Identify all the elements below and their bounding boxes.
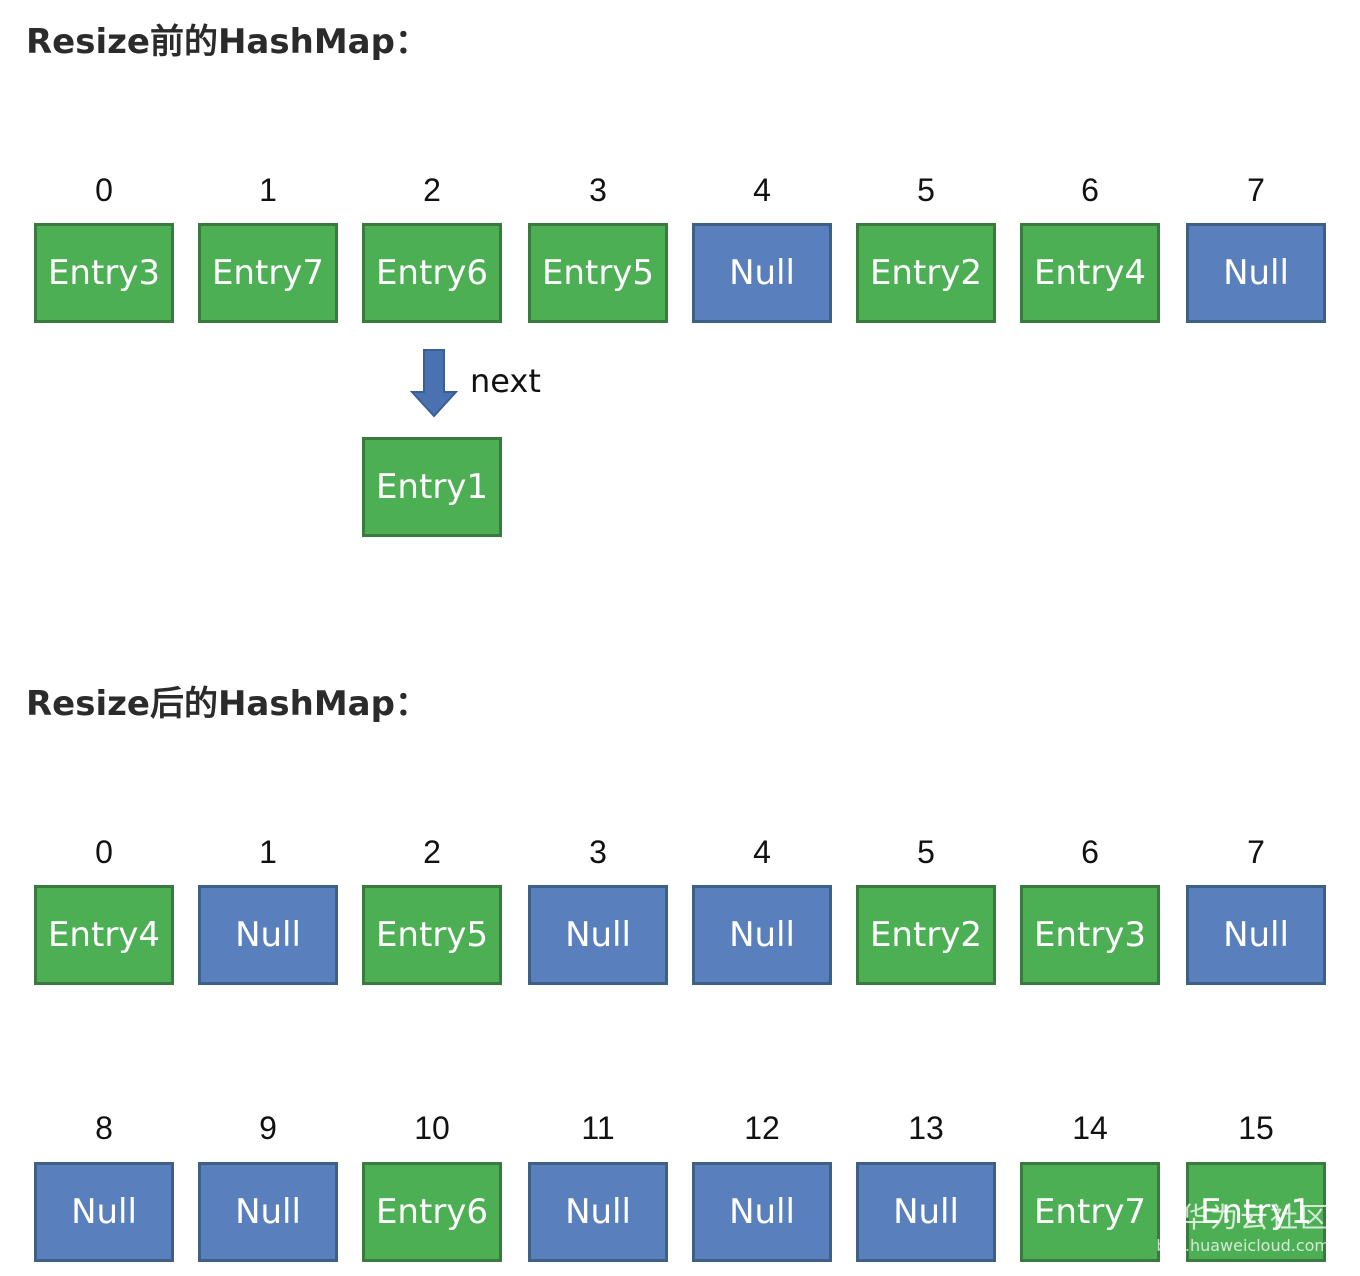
after-bucket-13: Null: [856, 1162, 996, 1262]
after-resize-heading: Resize后的HashMap：: [26, 684, 429, 724]
before-bucket-5: Entry2: [856, 223, 996, 323]
after-bucket-2: Entry5: [362, 885, 502, 985]
after-bucket-3: Null: [528, 885, 668, 985]
before-index-7: 7: [1247, 172, 1265, 208]
after-index-7: 7: [1247, 834, 1265, 870]
after-bucket-7: Null: [1186, 885, 1326, 985]
after-bucket-4: Null: [692, 885, 832, 985]
after-bucket-label: Null: [565, 1192, 631, 1232]
after-index-13: 13: [908, 1110, 944, 1146]
before-index-2: 2: [423, 172, 441, 208]
after-bucket-0: Entry4: [34, 885, 174, 985]
after-bucket-14: Entry7: [1020, 1162, 1160, 1262]
after-index-2: 2: [423, 834, 441, 870]
after-index-0: 0: [95, 834, 113, 870]
next-arrow-icon: [410, 349, 458, 418]
after-bucket-label: Null: [565, 915, 631, 955]
before-index-4: 4: [753, 172, 771, 208]
after-bucket-12: Null: [692, 1162, 832, 1262]
after-index-8: 8: [95, 1110, 113, 1146]
after-bucket-label: Null: [235, 1192, 301, 1232]
before-bucket-label: Entry6: [375, 253, 489, 293]
after-index-9: 9: [259, 1110, 277, 1146]
before-bucket-label: Null: [729, 253, 795, 293]
after-bucket-8: Null: [34, 1162, 174, 1262]
before-bucket-label: Entry7: [211, 253, 325, 293]
after-bucket-label: Entry2: [869, 915, 983, 955]
before-bucket-label: Null: [1223, 253, 1289, 293]
before-bucket-4: Null: [692, 223, 832, 323]
before-bucket-label: Entry2: [869, 253, 983, 293]
after-bucket-11: Null: [528, 1162, 668, 1262]
after-bucket-label: Null: [1223, 915, 1289, 955]
after-index-6: 6: [1081, 834, 1099, 870]
after-index-14: 14: [1072, 1110, 1108, 1146]
after-index-11: 11: [581, 1110, 615, 1146]
before-bucket-label: Entry4: [1033, 253, 1147, 293]
before-index-6: 6: [1081, 172, 1099, 208]
before-bucket-7: Null: [1186, 223, 1326, 323]
after-bucket-label: Entry1: [1199, 1192, 1313, 1232]
before-index-5: 5: [917, 172, 935, 208]
after-bucket-label: Entry3: [1033, 915, 1147, 955]
after-index-3: 3: [589, 834, 607, 870]
after-bucket-6: Entry3: [1020, 885, 1160, 985]
before-bucket-6: Entry4: [1020, 223, 1160, 323]
after-bucket-label: Entry4: [47, 915, 161, 955]
after-index-10: 10: [414, 1110, 450, 1146]
after-bucket-1: Null: [198, 885, 338, 985]
after-bucket-label: Entry7: [1033, 1192, 1147, 1232]
before-bucket-3: Entry5: [528, 223, 668, 323]
after-bucket-label: Null: [729, 1192, 795, 1232]
after-bucket-label: Null: [729, 915, 795, 955]
after-bucket-label: Entry6: [375, 1192, 489, 1232]
after-index-4: 4: [753, 834, 771, 870]
after-bucket-9: Null: [198, 1162, 338, 1262]
after-bucket-15: Entry1: [1186, 1162, 1326, 1262]
after-index-12: 12: [744, 1110, 780, 1146]
before-bucket-0: Entry3: [34, 223, 174, 323]
before-bucket-2: Entry6: [362, 223, 502, 323]
before-index-1: 1: [259, 172, 277, 208]
after-bucket-label: Null: [893, 1192, 959, 1232]
chained-entry-node: Entry1: [362, 437, 502, 537]
before-bucket-label: Entry3: [47, 253, 161, 293]
after-index-15: 15: [1238, 1110, 1274, 1146]
after-bucket-label: Null: [71, 1192, 137, 1232]
after-bucket-10: Entry6: [362, 1162, 502, 1262]
before-bucket-1: Entry7: [198, 223, 338, 323]
after-bucket-5: Entry2: [856, 885, 996, 985]
after-index-5: 5: [917, 834, 935, 870]
next-label: next: [470, 362, 541, 400]
before-bucket-label: Entry5: [541, 253, 655, 293]
after-bucket-label: Null: [235, 915, 301, 955]
before-index-0: 0: [95, 172, 113, 208]
chained-entry-label: Entry1: [375, 467, 489, 507]
after-index-1: 1: [259, 834, 277, 870]
before-index-3: 3: [589, 172, 607, 208]
after-bucket-label: Entry5: [375, 915, 489, 955]
before-resize-heading: Resize前的HashMap：: [26, 22, 429, 62]
